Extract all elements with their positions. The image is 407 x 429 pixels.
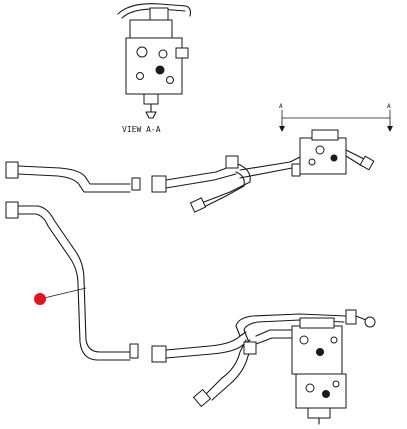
lower-hose-assembly [5, 201, 376, 425]
upper-hose-assembly [5, 129, 375, 213]
section-arrow-left-label: A [279, 103, 283, 110]
callout-marker[interactable] [34, 293, 46, 305]
view-label: VIEW A-A [122, 125, 161, 134]
view-a-a-detail: VIEW A-A [117, 3, 192, 134]
callout-leader [39, 287, 87, 300]
section-arrow-right-label: A [387, 103, 391, 110]
section-arrows: A A [279, 103, 393, 132]
